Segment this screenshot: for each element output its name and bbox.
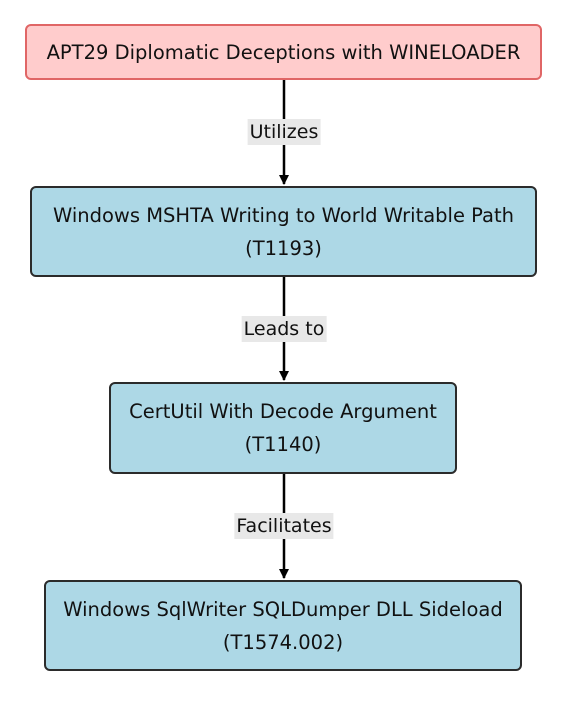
- root-node: APT29 Diplomatic Deceptions with WINELOA…: [25, 24, 542, 80]
- step-node-technique: (T1140): [244, 433, 322, 456]
- step-node-sqlwriter: Windows SqlWriter SQLDumper DLL Sideload…: [44, 580, 522, 671]
- edge-label-utilizes: Utilizes: [247, 119, 321, 145]
- step-node-technique: (T1193): [245, 236, 322, 260]
- step-node-certutil: CertUtil With Decode Argument (T1140): [109, 382, 457, 474]
- step-node-title: CertUtil With Decode Argument: [129, 400, 437, 423]
- step-node-mshta: Windows MSHTA Writing to World Writable …: [30, 186, 537, 277]
- edge-label-facilitates: Facilitates: [234, 513, 334, 539]
- root-node-label: APT29 Diplomatic Deceptions with WINELOA…: [46, 40, 521, 64]
- step-node-technique: (T1574.002): [222, 630, 344, 654]
- step-node-title: Windows SqlWriter SQLDumper DLL Sideload: [63, 597, 503, 621]
- step-node-title: Windows MSHTA Writing to World Writable …: [52, 203, 514, 227]
- edge-label-leads-to: Leads to: [241, 316, 327, 342]
